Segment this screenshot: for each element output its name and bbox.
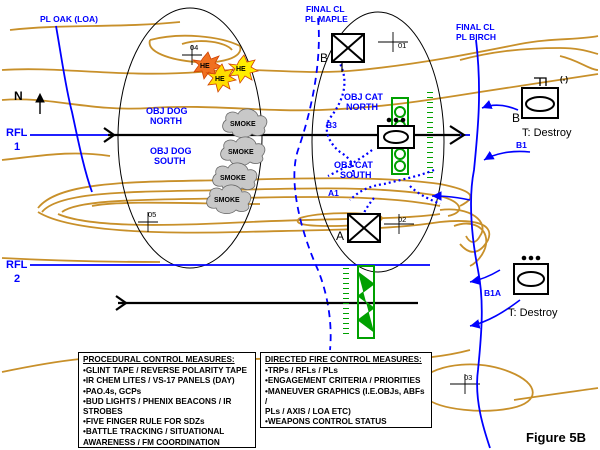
- obj-cat-south-1: OBJ CAT: [334, 160, 373, 170]
- directed-item: PLs / AXIS / LOA ETC): [265, 407, 351, 417]
- procedural-item: •BATTLE TRACKING / SITUATIONAL: [83, 427, 225, 437]
- pl-maple-label-1: FINAL CL: [306, 4, 345, 14]
- obj-dog-north-2: NORTH: [150, 116, 182, 126]
- directed-item: •TRPs / RFLs / PLs: [265, 366, 338, 376]
- grid-03: 03: [464, 373, 472, 382]
- smoke-label-1: SMOKE: [230, 121, 256, 128]
- grid-04: 04: [190, 43, 198, 52]
- figure-caption: Figure 5B: [526, 430, 586, 445]
- directed-list: •TRPs / RFLs / PLs •ENGAGEMENT CRITERIA …: [265, 366, 427, 427]
- t-destroy-1: T: Destroy: [522, 127, 572, 139]
- directed-item: •ENGAGEMENT CRITERIA / PRIORITIES: [265, 376, 421, 386]
- procedural-item: STROBES: [83, 407, 123, 417]
- smoke-clouds: [206, 108, 268, 214]
- procedural-item: •FIVE FINGER RULE FOR SDZs: [83, 417, 205, 427]
- b-label-left: B: [320, 51, 328, 65]
- a-label-left: A: [336, 229, 344, 243]
- echelon-dots: [386, 117, 541, 261]
- procedural-list: •GLINT TAPE / REVERSE POLARITY TAPE •IR …: [83, 366, 251, 448]
- north-arrow: [35, 92, 45, 114]
- directed-title: DIRECTED FIRE CONTROL MEASURES:: [265, 355, 422, 364]
- a1-label: A1: [328, 188, 339, 198]
- pl-oak-label: PL OAK (LOA): [40, 14, 98, 24]
- he-label-1: HE: [200, 63, 210, 70]
- he-bursts: [191, 51, 260, 93]
- unit-symbols: [331, 33, 559, 295]
- rfl1-label-b: 1: [14, 141, 20, 153]
- directed-item: •WEAPONS CONTROL STATUS: [265, 417, 387, 427]
- procedural-item: •PAO.4s, GCPs: [83, 386, 142, 396]
- grid-01: 01: [398, 41, 406, 50]
- b1a-label: B1A: [484, 288, 501, 298]
- procedural-item: •BUD LIGHTS / PHENIX BEACONS / IR: [83, 396, 232, 406]
- procedural-title: PROCEDURAL CONTROL MEASURES:: [83, 355, 235, 364]
- obj-dog-north-1: OBJ DOG: [146, 106, 188, 116]
- he-label-2: HE: [215, 76, 225, 83]
- obj-dog-south-1: OBJ DOG: [150, 146, 192, 156]
- grid-05: 05: [148, 210, 156, 219]
- he-label-3: HE: [236, 66, 246, 73]
- smoke-label-2: SMOKE: [228, 149, 254, 156]
- trp-markers: [138, 32, 480, 394]
- procedural-control-measures-box: PROCEDURAL CONTROL MEASURES: •GLINT TAPE…: [78, 352, 256, 448]
- obj-dog-south-2: SOUTH: [154, 156, 186, 166]
- procedural-item: •GLINT TAPE / REVERSE POLARITY TAPE: [83, 366, 247, 376]
- grid-02: 02: [398, 215, 406, 224]
- rfl2-label-a: RFL: [6, 259, 28, 271]
- b-label-right: B: [512, 111, 520, 125]
- smoke-label-4: SMOKE: [214, 197, 240, 204]
- directed-fire-control-measures-box: DIRECTED FIRE CONTROL MEASURES: •TRPs / …: [260, 352, 432, 428]
- procedural-item: •IR CHEM LITES / VS-17 PANELS (DAY): [83, 376, 235, 386]
- procedural-item: AWARENESS / FM COORDINATION: [83, 437, 220, 447]
- obj-cat-north-1: OBJ CAT: [344, 92, 383, 102]
- obj-cat-south-2: SOUTH: [340, 170, 372, 180]
- t-destroy-2: T: Destroy: [508, 307, 558, 319]
- objective-ellipses: [117, 7, 445, 273]
- green-emplacements: [343, 92, 433, 339]
- pl-birch-label-1: FINAL CL: [456, 22, 495, 32]
- smoke-label-3: SMOKE: [220, 175, 246, 182]
- rfl1-label-a: RFL: [6, 127, 28, 139]
- pl-birch-label-2: PL BIRCH: [456, 32, 496, 42]
- pl-maple-label-2: PL MAPLE: [305, 14, 348, 24]
- obj-cat-north-2: NORTH: [346, 102, 378, 112]
- rfl2-label-b: 2: [14, 273, 20, 285]
- b3-label: B3: [326, 120, 337, 130]
- b1-label: B1: [516, 140, 527, 150]
- directed-item: •MANEUVER GRAPHICS (I.E.OBJs, ABFs /: [265, 386, 425, 406]
- attack-arrows: [431, 99, 531, 329]
- plus-minus-label: (-): [560, 75, 568, 84]
- north-label: N: [14, 89, 23, 103]
